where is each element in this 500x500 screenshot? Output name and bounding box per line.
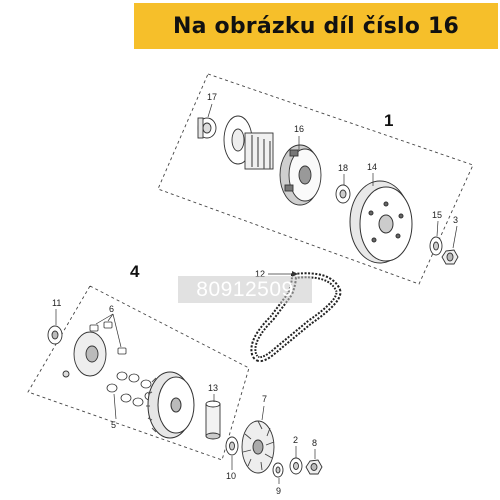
label-10: 10 xyxy=(226,471,236,481)
label-3: 3 xyxy=(453,215,458,225)
label-8: 8 xyxy=(312,438,317,448)
part-13-bushing xyxy=(205,400,221,440)
label-2: 2 xyxy=(293,435,298,445)
part-16-clutch-assembly xyxy=(223,115,322,206)
label-16: 16 xyxy=(294,124,304,134)
part-18-washer xyxy=(335,184,351,204)
label-17: 17 xyxy=(207,92,217,102)
group-number-4: 4 xyxy=(130,262,140,281)
movable-drive-face xyxy=(146,371,195,439)
part-10-washer xyxy=(225,436,239,456)
label-18: 18 xyxy=(338,163,348,173)
label-9: 9 xyxy=(276,486,281,496)
clutch-assembly-frame xyxy=(157,73,474,285)
label-6: 6 xyxy=(109,304,114,314)
part-14-clutch-bell xyxy=(349,180,413,264)
label-11: 11 xyxy=(52,298,61,308)
part-7-fixed-drive-face xyxy=(241,420,275,474)
part-3-nut xyxy=(441,249,459,265)
part-8-nut xyxy=(305,459,323,475)
label-7: 7 xyxy=(262,394,267,404)
part-11-oil-seal xyxy=(47,325,63,345)
label-13: 13 xyxy=(208,383,218,393)
label-5: 5 xyxy=(111,420,116,430)
part-17-bearing xyxy=(197,117,217,139)
part-15-washer xyxy=(429,236,443,256)
title-banner: Na obrázku díl číslo 16 xyxy=(134,3,498,49)
part-6-slider-pieces xyxy=(89,321,127,355)
banner-title: Na obrázku díl číslo 16 xyxy=(173,13,459,39)
variator-ramp-plate xyxy=(62,331,107,378)
watermark-text: 80912509 xyxy=(196,277,294,301)
group-number-1: 1 xyxy=(384,111,393,130)
watermark-part-code: 80912509 xyxy=(178,276,312,303)
part-9-washer xyxy=(272,462,284,478)
part-2-washer xyxy=(289,457,303,475)
part-5-rollers xyxy=(106,371,156,407)
label-14: 14 xyxy=(367,162,377,172)
label-12: 12 xyxy=(255,269,265,279)
label-15: 15 xyxy=(432,210,442,220)
